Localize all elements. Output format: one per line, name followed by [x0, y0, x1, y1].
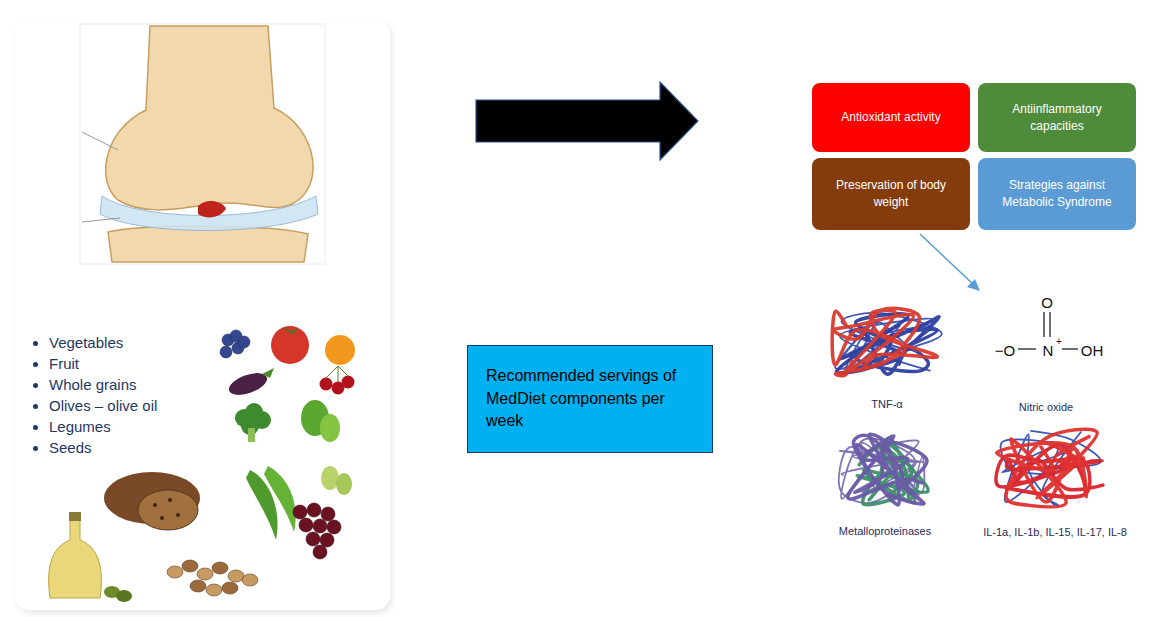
olive-oil-bottle	[49, 520, 102, 598]
nut	[167, 566, 183, 578]
interleukin-structure	[996, 429, 1103, 507]
grape	[327, 520, 341, 534]
grape	[320, 533, 334, 547]
cherry-stem	[338, 366, 348, 376]
atom-label: −O	[995, 342, 1015, 359]
atom-label: O	[1041, 294, 1053, 311]
tibia	[108, 226, 308, 262]
food-item: Olives – olive oil	[49, 395, 157, 416]
knee-frame	[80, 24, 325, 264]
tnf-alpha-structure	[832, 308, 942, 375]
effect-box: Preservation of body weight	[812, 158, 970, 230]
orange	[325, 335, 355, 365]
atom-label: N	[1043, 342, 1054, 359]
nut	[222, 582, 238, 594]
food-item: Vegetables	[49, 332, 157, 353]
double-bond	[1049, 312, 1050, 337]
tomato-leaf	[282, 327, 298, 335]
box-text: Preservation of body weight	[822, 177, 960, 211]
cherry-stem	[326, 366, 338, 378]
panel-ground	[15, 20, 390, 610]
pointer-arrowhead	[967, 279, 980, 291]
food-item: Seeds	[49, 437, 157, 458]
bread-seed	[168, 498, 172, 502]
green-grape	[336, 473, 352, 495]
single-bond	[1018, 348, 1036, 349]
pepper	[320, 414, 340, 442]
box-text: Antioxidant activity	[841, 109, 940, 126]
nut	[190, 580, 206, 592]
bread-seed	[176, 513, 180, 517]
protein-ribbon	[832, 308, 937, 375]
leader-line	[82, 218, 120, 222]
bread-seed	[160, 516, 164, 520]
charge-label: +	[1056, 336, 1062, 347]
summary-box: Recommended servings of MedDiet componen…	[467, 345, 713, 453]
nut	[182, 560, 198, 572]
content-panel: VegetablesFruitWhole grainsOlives – oliv…	[15, 20, 390, 610]
protein-label: IL-1a, IL-1b, IL-15, IL-17, IL-8	[983, 526, 1127, 538]
eggplant	[226, 369, 270, 400]
tomato	[271, 326, 309, 364]
protein-label: TNF-α	[871, 398, 902, 410]
effect-box: Antiinflammatory capacities	[978, 83, 1136, 152]
protein-label: Metalloproteinases	[839, 525, 931, 537]
food-item: Legumes	[49, 416, 157, 437]
eggplant-stem	[262, 368, 274, 378]
box-text: Strategies against Metabolic Syndrome	[988, 177, 1126, 211]
box-text: Recommended servings of MedDiet componen…	[486, 365, 694, 432]
pea-pod	[264, 466, 296, 532]
bread-seed	[153, 503, 157, 507]
broccoli-stem	[248, 428, 255, 442]
bread-slice	[138, 490, 198, 530]
metalloproteinase-structure	[839, 434, 928, 505]
food-illustration	[49, 326, 355, 602]
food-list: VegetablesFruitWhole grainsOlives – oliv…	[29, 332, 157, 458]
box-text: Antiinflammatory capacities	[988, 101, 1126, 135]
nut	[228, 570, 244, 582]
food-item: Whole grains	[49, 374, 157, 395]
cherry-stem	[338, 366, 339, 382]
food-item: Fruit	[49, 353, 157, 374]
grape	[307, 503, 321, 517]
grape	[321, 507, 335, 521]
cherry	[320, 378, 333, 391]
lesion	[198, 201, 226, 217]
femur	[106, 26, 313, 210]
olive	[116, 590, 132, 602]
protein-ribbon	[997, 429, 1098, 507]
grape	[299, 518, 313, 532]
nut	[212, 562, 228, 574]
double-bond	[1043, 312, 1044, 337]
blueberry	[238, 336, 250, 348]
nut	[242, 574, 258, 586]
grape	[313, 519, 327, 533]
cartilage	[100, 196, 318, 231]
leader-line	[82, 132, 118, 150]
single-bond	[1062, 348, 1078, 349]
nut	[206, 584, 222, 596]
bottle-cap	[69, 512, 81, 521]
block-arrow	[476, 82, 698, 160]
protein-ribbon	[848, 434, 927, 505]
nut	[197, 568, 213, 580]
grape	[306, 532, 320, 546]
atom-label: OH	[1081, 342, 1104, 359]
effect-box: Antioxidant activity	[812, 83, 970, 152]
knee-joint-illustration	[82, 26, 318, 262]
effect-box: Strategies against Metabolic Syndrome	[978, 158, 1136, 230]
pointer-arrow	[920, 234, 975, 286]
cherry	[342, 376, 355, 389]
grape	[313, 545, 327, 559]
grape	[293, 505, 307, 519]
molecule-label: Nitric oxide	[1019, 401, 1073, 413]
blueberry	[220, 346, 232, 358]
